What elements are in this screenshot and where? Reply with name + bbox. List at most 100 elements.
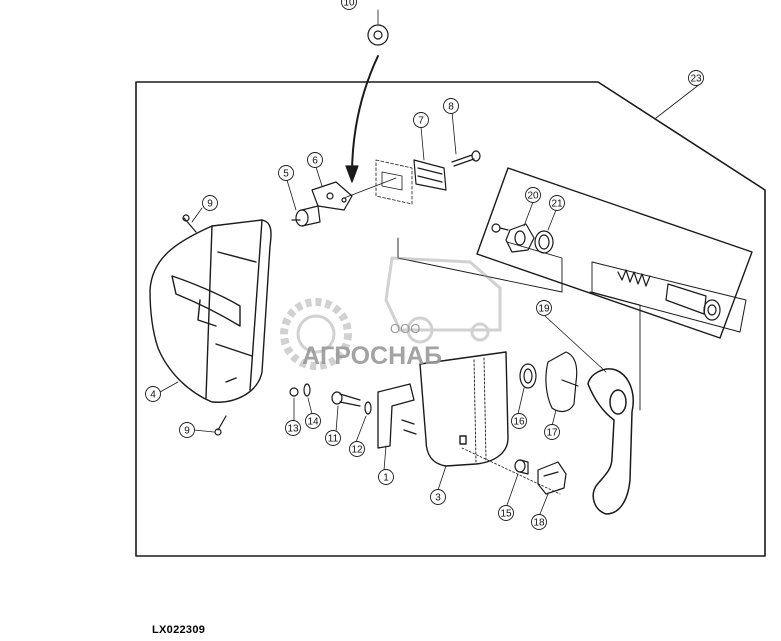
ring-21 [534, 230, 554, 254]
callout-circle [378, 469, 394, 485]
callout-circle [349, 441, 365, 457]
callout-11: 11 [325, 430, 341, 446]
screw-9-top [182, 214, 197, 233]
callout-label: 3 [435, 493, 441, 504]
callout-3: 3 [430, 489, 446, 505]
bracket-7 [413, 159, 447, 191]
callout-15: 15 [498, 505, 514, 521]
housing-4 [149, 219, 272, 403]
callout-8: 8 [443, 98, 459, 114]
callout-label: 8 [448, 102, 454, 113]
callout-label: 6 [312, 156, 318, 167]
pin [665, 283, 721, 321]
callout-6: 6 [307, 152, 323, 168]
callout-circle [325, 430, 341, 446]
callout-9: 9 [202, 195, 218, 211]
spring [617, 269, 651, 287]
bushing-15 [514, 459, 529, 475]
callout-14: 14 [305, 413, 321, 429]
callout-1: 1 [378, 469, 394, 485]
callout-label: 23 [690, 74, 702, 85]
callout-circle [285, 420, 301, 436]
callout-12: 12 [349, 441, 365, 457]
watermark-name: АГРОСНАБ [302, 342, 442, 370]
callout-circle [544, 424, 560, 440]
callout-circle [305, 413, 321, 429]
callout-circle [179, 422, 195, 438]
washer-12 [364, 401, 372, 415]
callout-label: 13 [287, 424, 299, 435]
roller-5 [291, 205, 321, 227]
callout-17: 17 [544, 424, 560, 440]
watermark [280, 256, 502, 370]
callout-19: 19 [536, 300, 552, 316]
callout-circle [145, 386, 161, 402]
callout-circle [307, 152, 323, 168]
callout-label: 1 [383, 473, 389, 484]
callout-circle [341, 0, 357, 10]
callout-23: 23 [688, 70, 704, 86]
callout-label: 7 [418, 116, 424, 127]
callout-label: 9 [207, 199, 213, 210]
callout-label: 15 [500, 509, 512, 520]
callout-18: 18 [531, 514, 547, 530]
callout-label: 17 [546, 428, 558, 439]
callout-circle [525, 187, 541, 203]
callout-20: 20 [525, 187, 541, 203]
callout-4: 4 [145, 386, 161, 402]
stud [491, 223, 509, 233]
callout-circle [498, 505, 514, 521]
watermark-prefix: ООО [390, 321, 420, 336]
callout-circle [531, 514, 547, 530]
washer-16 [519, 363, 537, 389]
callout-circle [430, 489, 446, 505]
bolt-8 [451, 150, 481, 167]
bolt-11 [331, 391, 361, 407]
callout-label: 19 [538, 304, 550, 315]
watermark-gear-icon [280, 298, 352, 370]
callout-10: 10 [341, 0, 357, 10]
assembly-arrow [351, 55, 379, 176]
callout-label: 18 [533, 518, 545, 529]
detail-box [476, 167, 753, 339]
callout-circle [688, 70, 704, 86]
assembly-frame [135, 81, 766, 557]
washer-10 [367, 24, 389, 46]
callout-16: 16 [511, 413, 527, 429]
callout-13: 13 [285, 420, 301, 436]
screw-9-bottom [214, 415, 227, 436]
washer-14 [303, 383, 311, 397]
callout-circle [511, 413, 527, 429]
callout-7: 7 [413, 112, 429, 128]
callout-label: 10 [343, 0, 355, 9]
callout-label: 21 [551, 199, 563, 210]
callout-circle [202, 195, 218, 211]
callout-label: 5 [283, 169, 289, 180]
callout-label: 9 [184, 426, 190, 437]
handle-19 [587, 368, 634, 515]
escutcheon-17 [545, 351, 579, 413]
callout-label: 12 [351, 445, 363, 456]
bracket-1 [377, 383, 417, 449]
nut-13 [289, 387, 299, 397]
callout-circle [413, 112, 429, 128]
watermark-combine-icon [384, 256, 502, 332]
callout-9: 9 [179, 422, 195, 438]
latch-body-3 [419, 351, 509, 467]
nut-18 [537, 461, 567, 495]
figure-code: LX022309 [152, 624, 206, 636]
nut-20 [505, 223, 535, 253]
callout-label: 11 [328, 434, 339, 445]
plate-6 [311, 181, 353, 211]
callout-circle [443, 98, 459, 114]
callout-label: 14 [307, 417, 319, 428]
callout-label: 4 [150, 390, 156, 401]
callout-circle [278, 165, 294, 181]
callout-21: 21 [549, 195, 565, 211]
callout-circle [549, 195, 565, 211]
callout-label: 20 [527, 191, 539, 202]
callout-5: 5 [278, 165, 294, 181]
callout-label: 16 [513, 417, 525, 428]
